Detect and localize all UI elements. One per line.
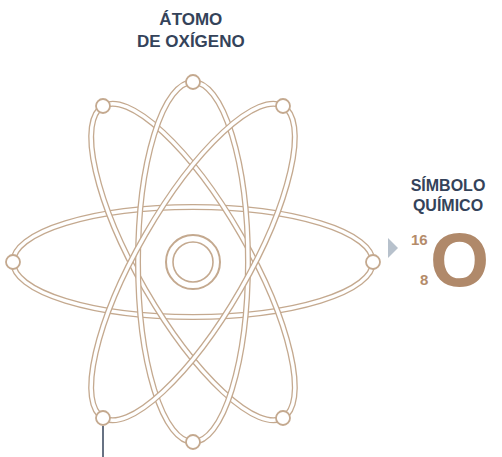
nucleus-inner: [173, 242, 213, 282]
orbit-inner: [55, 79, 330, 446]
electron: [276, 411, 290, 425]
orbit-band: [55, 79, 330, 446]
electron: [186, 75, 200, 89]
orbit-inner: [138, 82, 248, 442]
atomic-number: 8: [420, 272, 428, 287]
mass-number: 16: [411, 232, 428, 247]
electron: [96, 99, 110, 113]
orbit: [55, 79, 330, 446]
electron: [366, 255, 380, 269]
title-line: ÁTOMO: [137, 9, 245, 31]
orbit-inner: [55, 79, 330, 446]
orbits: [13, 79, 373, 446]
leader-line: [102, 426, 104, 457]
chemical-symbol: O: [430, 222, 489, 298]
electron: [96, 411, 110, 425]
title-line: DE OXÍGENO: [137, 31, 245, 53]
orbit-band: [13, 207, 373, 317]
electron: [186, 435, 200, 449]
nucleus: [166, 235, 220, 289]
diagram-title: ÁTOMO DE OXÍGENO: [137, 9, 245, 53]
electron: [276, 99, 290, 113]
pointer-triangle: [388, 238, 398, 258]
orbit-inner: [13, 207, 373, 317]
symbol-heading: SÍMBOLO QUÍMICO: [400, 176, 496, 216]
orbit-band: [55, 79, 330, 446]
orbit: [13, 207, 373, 317]
electron: [6, 255, 20, 269]
electrons: [6, 75, 380, 449]
orbit-band: [138, 82, 248, 442]
orbit: [55, 79, 330, 446]
orbit: [138, 82, 248, 442]
